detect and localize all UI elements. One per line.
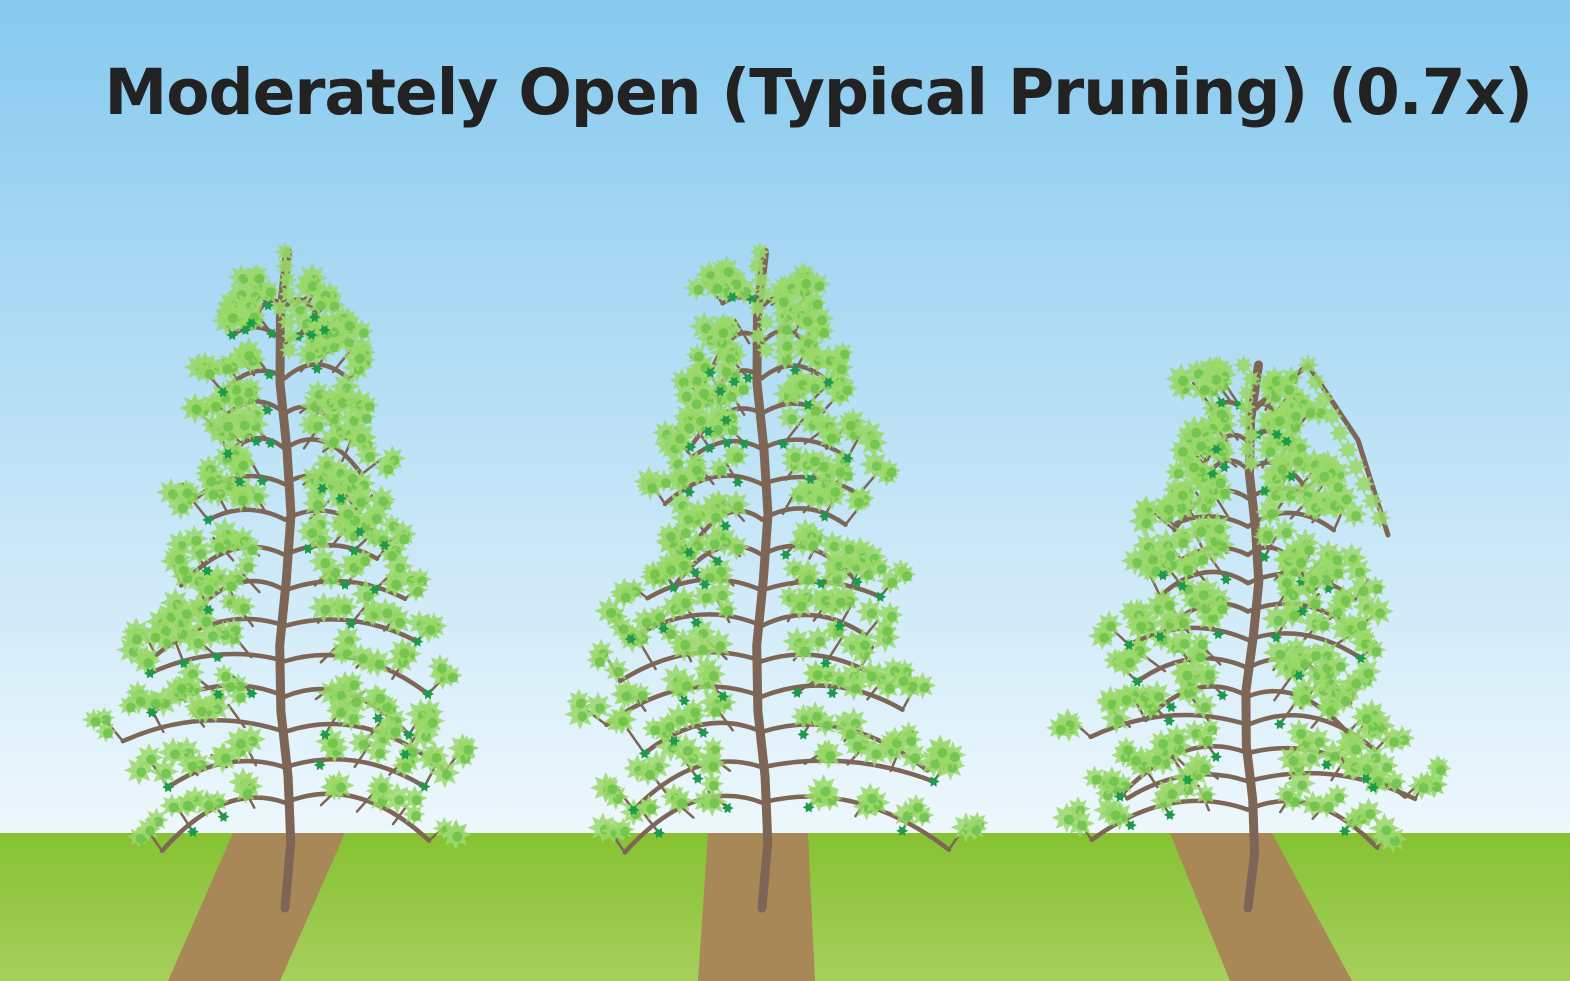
dirt-paths [168,833,1352,981]
dirt-path-right [1170,833,1352,981]
dirt-path-center [698,833,815,981]
tree-foliage [82,242,480,850]
tree-center [564,242,989,913]
tree-right [1046,354,1452,913]
tree-foliage [1046,354,1452,854]
tree-row [82,242,1452,913]
tree-left [82,242,480,913]
dirt-path-left [168,833,345,981]
tree-foliage [564,242,989,844]
page-title: Moderately Open (Typical Pruning) (0.7x) [104,56,1533,129]
